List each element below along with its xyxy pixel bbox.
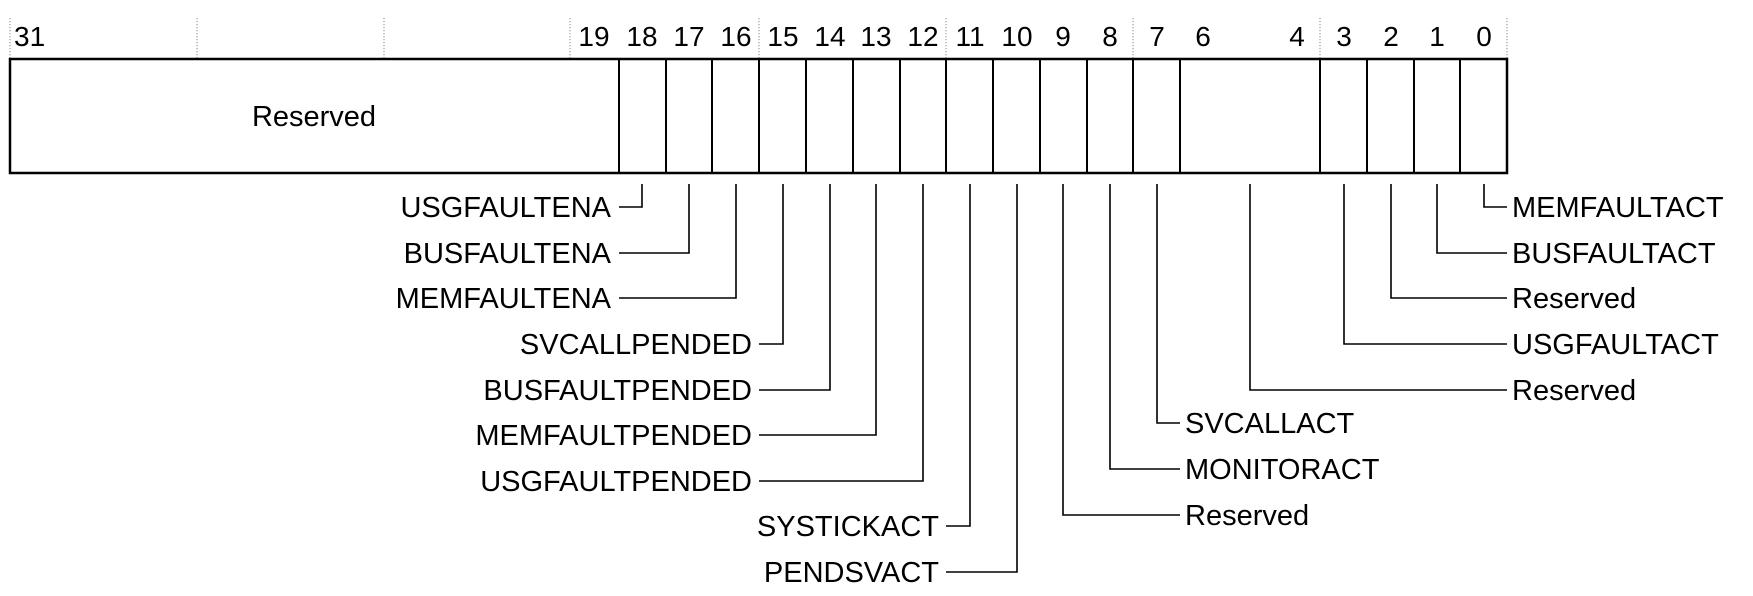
field-label-svcallact: SVCALLACT	[1185, 408, 1355, 440]
bit-number: 8	[1102, 21, 1118, 52]
register-box: Reserved	[8, 57, 1509, 175]
field-label-memfaultact: MEMFAULTACT	[1512, 192, 1724, 224]
bit-number: 14	[814, 21, 845, 52]
bit-number: 13	[860, 21, 891, 52]
field-label-usgfaultpended: USGFAULTPENDED	[480, 466, 752, 498]
field-label-busfaultena: BUSFAULTENA	[404, 238, 612, 270]
bit-number: 10	[1001, 21, 1032, 52]
bit-number: 1	[1429, 21, 1445, 52]
bit-number: 4	[1289, 21, 1305, 52]
bit-number: 18	[626, 21, 657, 52]
field-label-usgfaultact: USGFAULTACT	[1512, 329, 1719, 361]
field-label-usgfaultena: USGFAULTENA	[400, 192, 611, 224]
field-label-systickact: SYSTICKACT	[757, 511, 939, 543]
bit-number: 15	[767, 21, 798, 52]
field-label-reserved-bit2: Reserved	[1512, 283, 1636, 315]
bit-number-row: 31 19 18 17 16 15 14 13 12 11 10 9 8 7 6…	[14, 21, 1492, 52]
middle-field-labels: SVCALLACT MONITORACT Reserved	[1185, 408, 1380, 532]
bit-number: 17	[673, 21, 704, 52]
bit-number: 3	[1336, 21, 1352, 52]
field-label-busfaultact: BUSFAULTACT	[1512, 238, 1716, 270]
reserved-field-label: Reserved	[252, 101, 376, 133]
field-label-memfaultpended: MEMFAULTPENDED	[475, 420, 752, 452]
bit-number: 19	[578, 21, 609, 52]
bit-number: 11	[955, 21, 984, 52]
bit-number: 9	[1055, 21, 1071, 52]
bit-number: 6	[1195, 21, 1211, 52]
field-label-svcallpended: SVCALLPENDED	[520, 329, 752, 361]
field-label-pendsvact: PENDSVACT	[764, 557, 939, 589]
field-label-memfaultena: MEMFAULTENA	[396, 283, 612, 315]
field-label-reserved-bits-6-4: Reserved	[1512, 375, 1636, 407]
bit-number: 2	[1383, 21, 1399, 52]
right-field-labels: MEMFAULTACT BUSFAULTACT Reserved USGFAUL…	[1512, 192, 1724, 407]
field-label-monitoract: MONITORACT	[1185, 454, 1380, 486]
field-label-reserved-bit9: Reserved	[1185, 500, 1309, 532]
bit-number: 31	[14, 21, 45, 52]
bit-number: 16	[720, 21, 751, 52]
field-label-busfaultpended: BUSFAULTPENDED	[483, 375, 752, 407]
left-field-labels: USGFAULTENA BUSFAULTENA MEMFAULTENA SVCA…	[396, 192, 940, 589]
leader-lines	[619, 184, 1507, 573]
bit-number: 0	[1476, 21, 1492, 52]
bit-separators	[9, 18, 1508, 58]
bit-number: 7	[1149, 21, 1165, 52]
bit-number: 12	[907, 21, 938, 52]
